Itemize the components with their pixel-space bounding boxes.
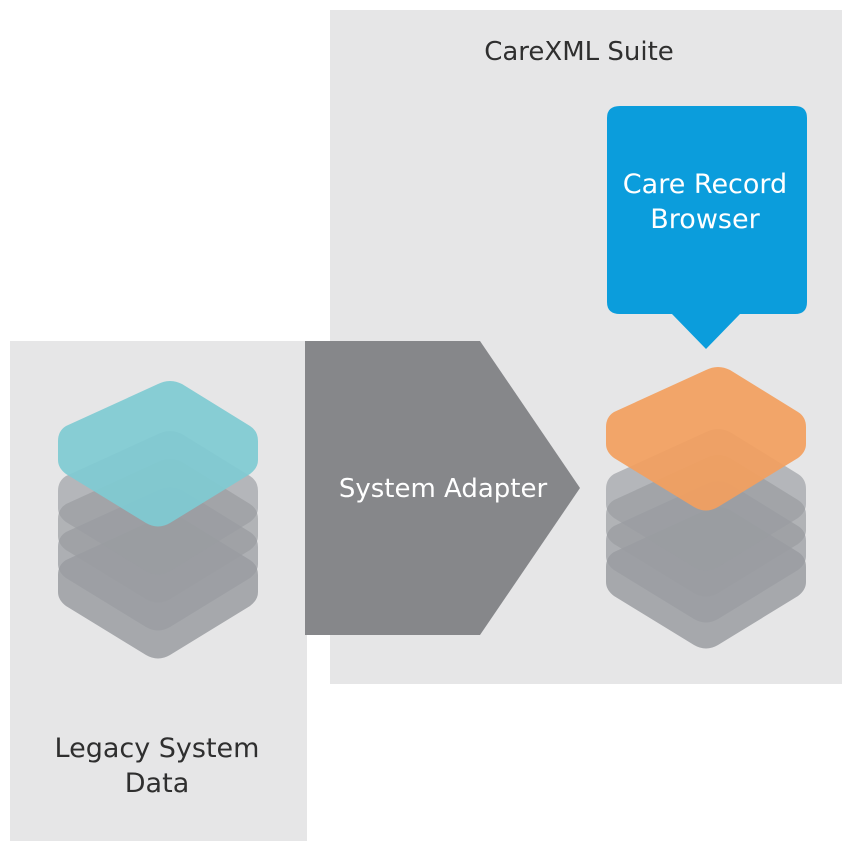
care-record-browser-callout <box>607 106 807 349</box>
browser-label-line2: Browser <box>650 204 760 235</box>
legacy-stack-layer-top <box>58 381 258 527</box>
system-adapter-arrow <box>305 341 580 635</box>
legacy-label-line1: Legacy System <box>55 733 260 764</box>
browser-label-line1: Care Record <box>623 169 787 200</box>
suite-title: CareXML Suite <box>484 37 674 67</box>
legacy-label-line2: Data <box>125 768 189 799</box>
suite-layer-stack-icon <box>606 367 806 649</box>
suite-stack-layer-top <box>606 367 806 511</box>
legacy-layer-stack-icon <box>58 381 258 659</box>
adapter-label: System Adapter <box>339 474 548 504</box>
